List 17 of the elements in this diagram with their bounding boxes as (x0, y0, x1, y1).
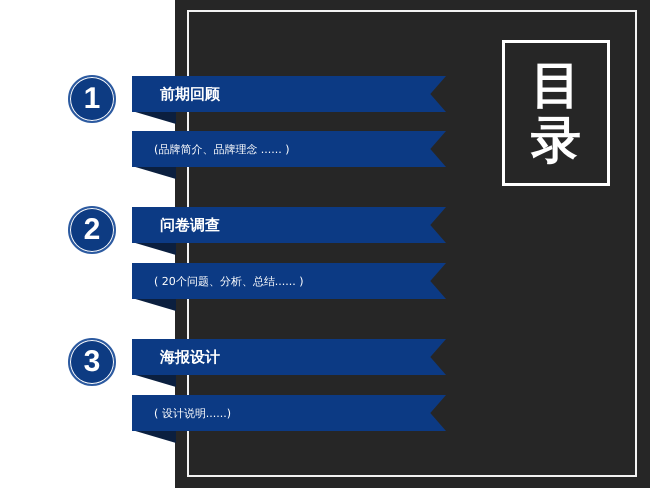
ribbon-banner (132, 76, 446, 112)
ribbon-banner (132, 207, 446, 243)
ribbon-banner (132, 339, 446, 375)
ribbon-banner (132, 131, 446, 167)
title-text: 目录 (531, 58, 581, 168)
section-heading: 问卷调查 (159, 216, 220, 234)
number-circle: 2 (68, 206, 116, 254)
title-frame (502, 40, 610, 186)
section-heading: 前期回顾 (159, 84, 220, 104)
section-heading: 海报设计 (159, 348, 220, 366)
ribbon-banner (132, 263, 446, 299)
number-circle: 3 (68, 338, 116, 386)
ribbon-banner (132, 395, 446, 431)
number-circle: 1 (68, 75, 116, 123)
section-description: (品牌简介、品牌理念 ...... ) (153, 142, 290, 156)
section-description: ( 20个问题、分析、总结...... ) (153, 274, 304, 288)
section-description: ( 设计说明......) (153, 406, 232, 420)
